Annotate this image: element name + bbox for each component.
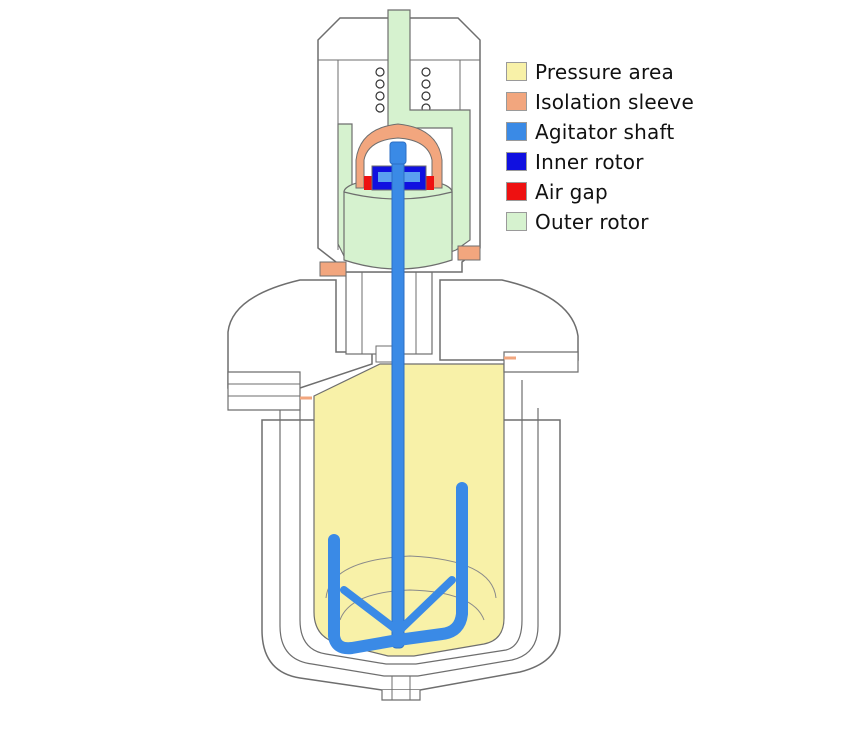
legend-label-isolation-sleeve: Isolation sleeve <box>535 89 694 114</box>
legend-swatch-agitator-shaft <box>506 122 527 141</box>
agitator-shaft-part <box>391 147 405 649</box>
vessel-body <box>261 363 561 701</box>
impeller-right-arm <box>392 482 468 646</box>
vessel-inner-shell <box>299 380 523 665</box>
flange-plate <box>227 371 301 411</box>
legend-item-outer-rotor: Outer rotor <box>506 209 694 234</box>
head-dome <box>227 279 373 389</box>
air-gap-right <box>426 176 434 190</box>
impeller-left-arm <box>328 534 404 655</box>
sleeve-base-right <box>457 245 481 261</box>
impeller-blade-left <box>340 586 398 632</box>
legend-label-agitator-shaft: Agitator shaft <box>535 119 675 144</box>
legend-label-inner-rotor: Inner rotor <box>535 149 644 174</box>
legend-swatch-isolation-sleeve <box>506 92 527 111</box>
legend-label-outer-rotor: Outer rotor <box>535 209 649 234</box>
legend-swatch-pressure-area <box>506 62 527 81</box>
legend-item-isolation-sleeve: Isolation sleeve <box>506 89 694 114</box>
sleeve-base-left <box>319 261 347 277</box>
head-dome-right <box>439 279 579 361</box>
vessel-jacket-line <box>279 408 539 677</box>
impeller-blade-right <box>398 576 456 632</box>
flange-right-plate <box>503 351 579 373</box>
legend-item-pressure-area: Pressure area <box>506 59 694 84</box>
legend-item-inner-rotor: Inner rotor <box>506 149 694 174</box>
legend-item-agitator-shaft: Agitator shaft <box>506 119 694 144</box>
bearing-coils <box>375 67 431 113</box>
vessel-dish-curve-2 <box>339 589 485 621</box>
vessel-head <box>227 271 579 411</box>
air-gap-left <box>364 176 372 190</box>
legend-label-air-gap: Air gap <box>535 179 608 204</box>
agitator <box>328 141 468 655</box>
legend-item-air-gap: Air gap <box>506 179 694 204</box>
drive-neck <box>345 271 433 355</box>
legend-swatch-air-gap <box>506 182 527 201</box>
shaft-top-cap <box>389 141 407 165</box>
shaft-seal-block <box>375 345 393 363</box>
pressure-area-region <box>313 363 505 657</box>
legend-swatch-inner-rotor <box>506 152 527 171</box>
legend-swatch-outer-rotor <box>506 212 527 231</box>
legend: Pressure area Isolation sleeve Agitator … <box>506 59 694 234</box>
legend-label-pressure-area: Pressure area <box>535 59 674 84</box>
bottom-outlet <box>381 690 421 701</box>
